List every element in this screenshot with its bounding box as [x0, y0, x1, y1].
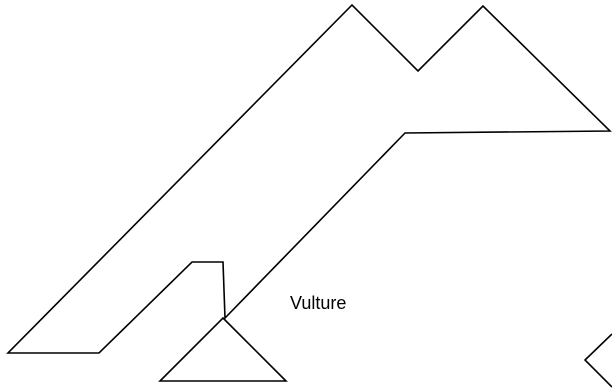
vulture-foot-triangle [158, 316, 288, 382]
figure-caption: Vulture [290, 293, 347, 313]
vulture-body-outline [6, 3, 612, 354]
partial-shape-edge [583, 333, 612, 388]
